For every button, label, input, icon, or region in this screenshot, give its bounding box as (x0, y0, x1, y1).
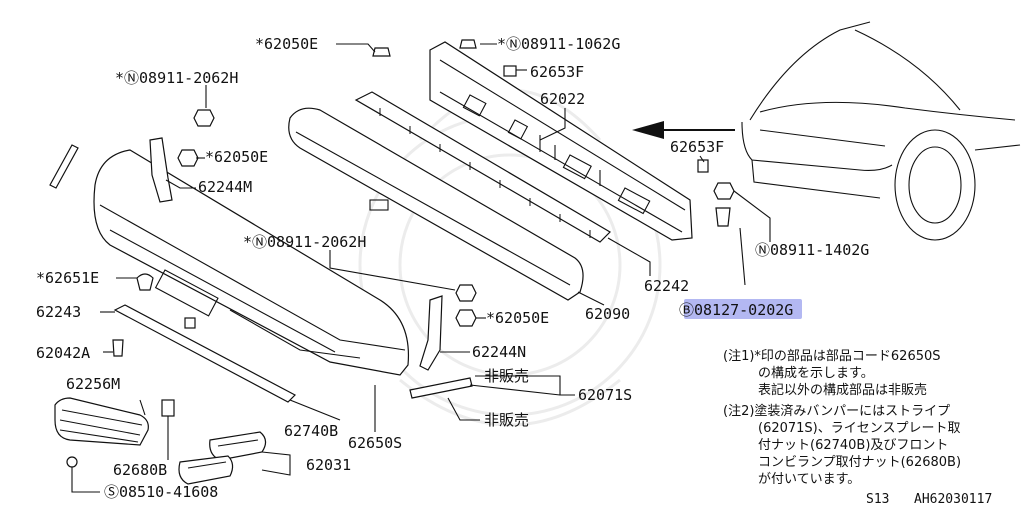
highlight-box (684, 299, 802, 319)
note2-line5: が付いています。 (758, 472, 861, 487)
direction-arrow (632, 121, 735, 139)
label-08127-0202G[interactable]: Ⓑ08127-0202G (679, 301, 793, 319)
note2-line2: (62071S)、ライセンスプレート取 (758, 421, 961, 436)
car-front-silhouette (741, 21, 1021, 241)
label-62244N[interactable]: 62244N (472, 343, 526, 361)
fasteners (66, 39, 735, 468)
note1-line3: 表記以外の構成部品は非販売 (758, 383, 928, 398)
label-08911-2062H-mid[interactable]: *Ⓝ08911-2062H (243, 233, 366, 251)
label-62050E-top[interactable]: *62050E (255, 35, 318, 53)
label-62022[interactable]: 62022 (540, 90, 585, 108)
label-08911-2062H-top[interactable]: *Ⓝ08911-2062H (115, 69, 238, 87)
nut-62680B (161, 399, 175, 417)
label-not-for-sale-1: 非販売 (484, 367, 529, 385)
label-62243[interactable]: 62243 (36, 303, 81, 321)
label-62653F-right[interactable]: 62653F (670, 138, 724, 156)
label-62050E-mid[interactable]: *62050E (486, 309, 549, 327)
label-08911-1062G[interactable]: *Ⓝ08911-1062G (497, 35, 620, 53)
label-62031[interactable]: 62031 (306, 456, 351, 474)
label-62244M[interactable]: 62244M (198, 178, 252, 196)
bracket-62653F-top (503, 65, 517, 77)
callout-labels: *62050E *Ⓝ08911-1062G *Ⓝ08911-2062H 6265… (36, 35, 869, 501)
label-62256M[interactable]: 62256M (66, 375, 120, 393)
label-08510-41608[interactable]: Ⓢ08510-41608 (104, 483, 218, 501)
label-62071S[interactable]: 62071S (578, 386, 632, 404)
label-08911-1402G[interactable]: Ⓝ08911-1402G (755, 241, 869, 259)
figure-id: AH62030117 (914, 492, 993, 507)
bumper-fascia-62650S (93, 149, 410, 376)
note1-line1: (注1)*印の部品は部品コード62650S (723, 349, 941, 364)
side-bracket-62244N (419, 295, 443, 371)
trim-strip-left (49, 144, 79, 189)
note2-line1: (注2)塗装済みバンパーにはストライプ (723, 404, 951, 419)
note1-line2: の構成を示します。 (758, 366, 874, 381)
label-62650S[interactable]: 62650S (348, 434, 402, 452)
bumper-reinforcement-62022 (429, 41, 693, 241)
combination-lamp-62031 (178, 431, 267, 485)
energy-absorber-62090 (288, 107, 584, 301)
stripe-62071S (409, 377, 473, 399)
note2-line4: コンビランプ取付ナット(62680B) (758, 455, 962, 470)
label-62242[interactable]: 62242 (644, 277, 689, 295)
side-bracket-62244M (149, 137, 173, 203)
leader-lines (71, 43, 771, 493)
clip-62243 (184, 317, 196, 329)
label-62740B[interactable]: 62740B (284, 422, 338, 440)
label-62651E[interactable]: *62651E (36, 269, 99, 287)
label-62042A[interactable]: 62042A (36, 344, 90, 362)
label-62050E-left[interactable]: *62050E (205, 148, 268, 166)
label-62090[interactable]: 62090 (585, 305, 630, 323)
label-62680B[interactable]: 62680B (113, 461, 167, 479)
label-not-for-sale-2: 非販売 (484, 411, 529, 429)
license-bracket-62243 (113, 304, 296, 403)
bracket-62653F-right (697, 159, 709, 173)
grille-62256M (54, 397, 149, 446)
note2-line3: 付ナット(62740B)及びフロント (758, 438, 949, 453)
model-code: S13 (866, 492, 890, 507)
absorber-strip-62242 (354, 91, 611, 243)
label-62653F-top[interactable]: 62653F (530, 63, 584, 81)
